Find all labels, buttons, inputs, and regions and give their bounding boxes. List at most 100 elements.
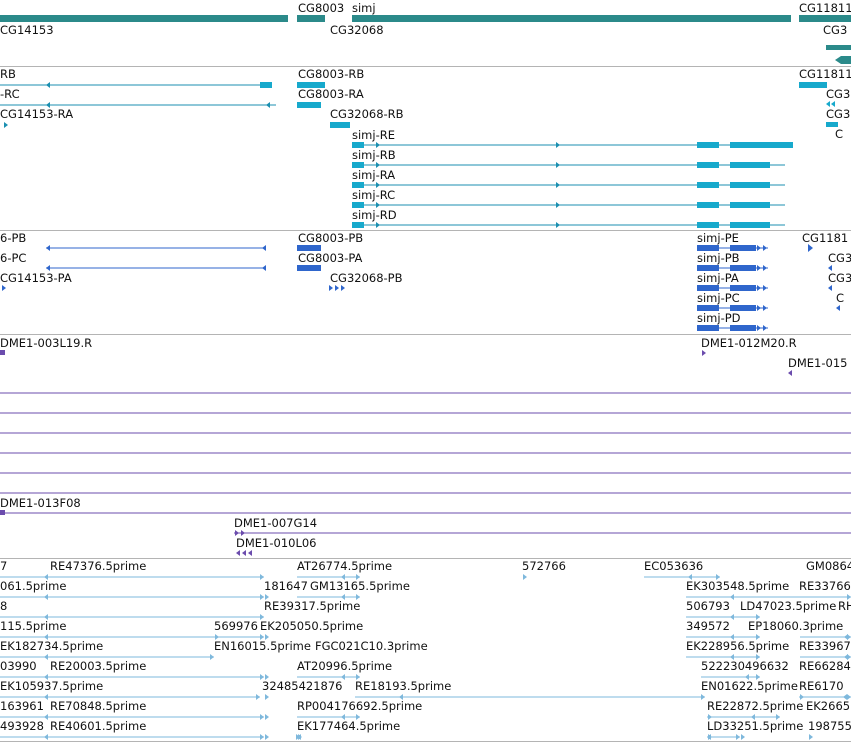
gene-label[interactable]: simj [352, 1, 376, 15]
feature-label[interactable]: CG3 [828, 251, 851, 265]
est-label[interactable]: EC053636 [644, 559, 703, 573]
gene-label[interactable]: CG8003 [298, 1, 344, 15]
est-label[interactable]: 061.5prime [0, 579, 66, 593]
est-label[interactable]: 506793 [686, 599, 730, 613]
est-label[interactable]: RE66284 [799, 659, 851, 673]
feature-label[interactable]: CG14153-RA [0, 107, 73, 121]
est-label[interactable]: RE22872.5prime [707, 699, 803, 713]
est-label[interactable]: 163961 [0, 699, 44, 713]
est-label[interactable]: AT26774.5prime [297, 559, 392, 573]
est-label[interactable]: 569976 [214, 619, 258, 633]
feature-label[interactable]: CG1181 [802, 231, 848, 245]
est-label[interactable]: GM13165.5prime [310, 579, 410, 593]
est-label[interactable]: 493928 [0, 719, 44, 733]
est-label[interactable]: 7 [0, 559, 7, 573]
est-label[interactable]: RE6170 [799, 679, 844, 693]
feature-label[interactable]: CG3 [826, 107, 850, 121]
est-label[interactable]: RE20003.5prime [50, 659, 146, 673]
feature-label[interactable]: 6-PB [0, 231, 26, 245]
est-label[interactable]: 32485421876 [262, 679, 342, 693]
est-label[interactable]: 572766 [522, 559, 566, 573]
feature-label[interactable]: CG3 [826, 87, 850, 101]
est-label[interactable]: EK105937.5prime [0, 679, 103, 693]
est-label[interactable]: EK182734.5prime [0, 639, 103, 653]
strand-arrow [301, 245, 305, 251]
est-label[interactable]: EK177464.5prime [297, 719, 400, 733]
feature-label[interactable]: -RC [0, 87, 20, 101]
strand-arrow [341, 674, 345, 680]
feature-label[interactable]: 6-PC [0, 251, 26, 265]
feature-label[interactable]: simj-PB [697, 251, 740, 265]
est-label[interactable]: GM0864 [806, 559, 851, 573]
clone-label[interactable]: DME1-007G14 [234, 516, 317, 530]
feature-label[interactable]: C [835, 127, 843, 141]
est-label[interactable]: RE18193.5prime [355, 679, 451, 693]
protein-track[interactable]: 6-PB 6-PC CG14153-PA CG8003-PB CG8003-PA CG32… [0, 231, 851, 331]
feature-label[interactable]: CG8003-PB [298, 231, 363, 245]
est-label[interactable]: LD47023.5prime [740, 599, 836, 613]
est-label[interactable]: FGC021C10.3prime [315, 639, 428, 653]
feature-label[interactable]: simj-PC [697, 291, 740, 305]
clone-label[interactable]: DME1-013F08 [0, 496, 81, 510]
est-track[interactable]: 7 RE47376.5prime AT26774.5prime 572766 EC053… [0, 559, 851, 740]
est-label[interactable]: RE33967 [799, 639, 851, 653]
clone-track[interactable]: DME1-003L19.R DME1-012M20.R DME1-015DME1-0… [0, 336, 851, 556]
est-label[interactable]: AT20996.5prime [297, 659, 392, 673]
strand-arrow [307, 245, 311, 251]
feature-label[interactable]: CG11811 [799, 67, 851, 81]
est-label[interactable]: RE70848.5prime [50, 699, 146, 713]
est-label[interactable]: LD33251.5prime [707, 719, 803, 733]
est-label[interactable]: 03990 [0, 659, 37, 673]
feature-label[interactable]: CG8003-RA [298, 87, 364, 101]
feature-label[interactable]: simj-RB [352, 148, 396, 162]
clone-label[interactable]: DME1-012M20.R [701, 336, 797, 350]
feature-label[interactable]: simj-RC [352, 188, 395, 202]
est-label[interactable]: RE47376.5prime [50, 559, 146, 573]
clone-label[interactable]: DME1-015 [788, 356, 847, 370]
est-label[interactable]: EK205050.5prime [260, 619, 363, 633]
clone-label[interactable]: DME1-003L19.R [0, 336, 92, 350]
gene-label[interactable]: CG32068 [330, 23, 384, 37]
clone-label[interactable]: DME1-010L06 [236, 536, 317, 550]
feature-label[interactable]: CG8003-RB [298, 67, 364, 81]
gene-label[interactable]: CG14153 [0, 23, 54, 37]
est-label[interactable]: EK303548.5prime [686, 579, 789, 593]
feature-label[interactable]: simj-RE [352, 128, 395, 142]
feature-label[interactable]: RB [0, 67, 16, 81]
est-label[interactable]: RE40601.5prime [50, 719, 146, 733]
feature-label[interactable]: C [836, 291, 844, 305]
est-label[interactable]: RH [838, 599, 851, 613]
strand-arrow [556, 182, 560, 188]
est-label[interactable]: EN01622.5prime [701, 679, 798, 693]
feature-label[interactable]: CG32068-PB [330, 271, 403, 285]
est-label[interactable]: 349572 [686, 619, 730, 633]
est-label[interactable]: EK228956.5prime [686, 639, 789, 653]
feature-label[interactable]: simj-RD [352, 208, 397, 222]
feature-label[interactable]: CG14153-PA [0, 271, 72, 285]
feature-label[interactable]: simj-PA [697, 271, 739, 285]
feature-label[interactable]: CG8003-PA [298, 251, 363, 265]
est-label[interactable]: 8 [0, 599, 7, 613]
feature-label[interactable]: CG3 [828, 271, 851, 285]
est-label[interactable]: RE33766 [799, 579, 851, 593]
strand-arrow [307, 102, 311, 108]
est-label[interactable]: EK2665 [806, 699, 850, 713]
strand-arrow [215, 634, 219, 640]
est-label[interactable]: 522230496632 [701, 659, 789, 673]
est-label[interactable]: 181647 [264, 579, 308, 593]
gene-label[interactable]: CG11811 [799, 1, 851, 15]
est-label[interactable]: RE39317.5prime [264, 599, 360, 613]
est-label[interactable]: 115.5prime [0, 619, 66, 633]
est-label[interactable]: 198755 [808, 719, 851, 733]
est-label[interactable]: RP004176692.5prime [297, 699, 422, 713]
feature-label[interactable]: CG32068-RB [330, 107, 404, 121]
feature-label[interactable]: simj-PD [697, 311, 741, 325]
feature-label[interactable]: simj-RA [352, 168, 395, 182]
feature-label[interactable]: simj-PE [697, 231, 739, 245]
est-label[interactable]: EN16015.5prime [214, 639, 311, 653]
transcript-track[interactable]: RB -RC CG14153-RA CG8003-RB CG8003-RA CG32068… [0, 67, 851, 228]
est-label[interactable]: EP18060.3prime [748, 619, 843, 633]
gene-label[interactable]: CG3 [823, 23, 847, 37]
